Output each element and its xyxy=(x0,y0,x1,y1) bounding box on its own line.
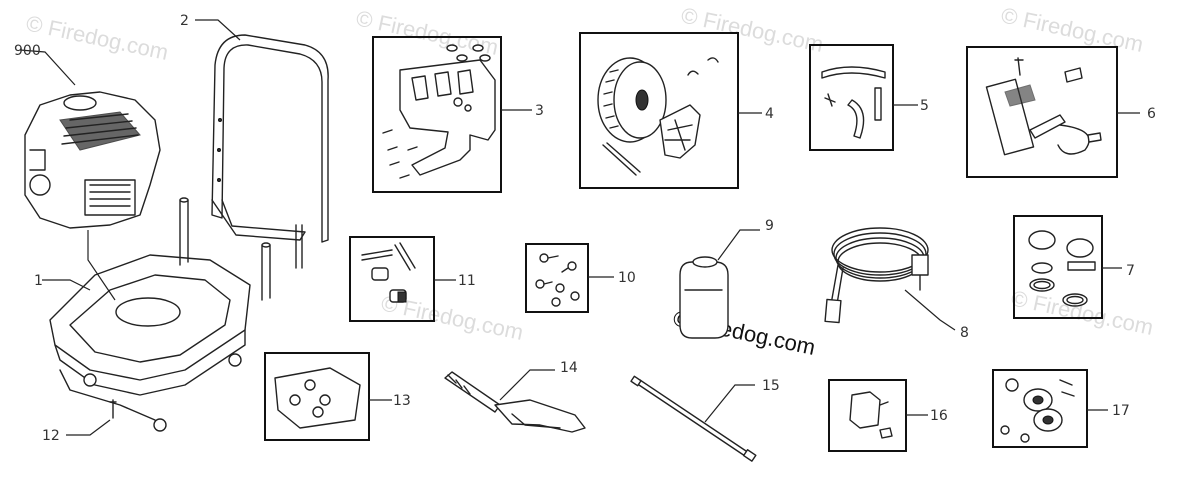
part-box-7 xyxy=(1013,215,1103,319)
pump-part xyxy=(985,57,1102,156)
callout-9: 9 xyxy=(765,218,774,234)
screw-part-12 xyxy=(109,399,117,419)
part-box-6 xyxy=(966,46,1118,178)
watermark: © Firedog.com xyxy=(1009,285,1156,340)
leader-line xyxy=(42,279,91,291)
callout-10: 10 xyxy=(618,270,636,286)
callout-12: 12 xyxy=(42,428,60,444)
part-box-16 xyxy=(828,379,907,452)
callout-2: 2 xyxy=(180,13,189,29)
hose-coil-part xyxy=(824,227,929,324)
watermark: © Firedog.com xyxy=(24,10,171,65)
leader-line xyxy=(904,289,956,331)
part-box-5 xyxy=(809,44,894,151)
callout-11: 11 xyxy=(458,273,476,289)
callout-16: 16 xyxy=(930,408,948,424)
callout-4: 4 xyxy=(765,106,774,122)
wheel-part xyxy=(597,57,719,176)
part-box-11 xyxy=(349,236,435,322)
part-box-3 xyxy=(372,36,502,193)
hose-part xyxy=(821,66,886,139)
part-box-10 xyxy=(525,243,589,313)
leader-line xyxy=(87,230,116,301)
leader-line xyxy=(499,369,555,401)
cap-oring-part xyxy=(1028,230,1096,307)
callout-3: 3 xyxy=(535,103,544,119)
leader-line xyxy=(19,49,76,86)
watermark: © Firedog.com xyxy=(999,2,1146,57)
callout-5: 5 xyxy=(920,98,929,114)
leader-line xyxy=(717,229,760,261)
spray-gun-part xyxy=(444,371,586,433)
bracket-part xyxy=(382,44,496,179)
nozzle-bag-part xyxy=(274,367,361,429)
callout-8: 8 xyxy=(960,325,969,341)
leader-line xyxy=(704,384,755,423)
engine-part xyxy=(24,91,161,229)
watermark: © Firedog.com xyxy=(679,2,826,57)
callout-15: 15 xyxy=(762,378,780,394)
part-box-4 xyxy=(579,32,739,189)
callout-14: 14 xyxy=(560,360,578,376)
callout-7: 7 xyxy=(1126,263,1135,279)
leader-line xyxy=(66,419,111,436)
hardware-part xyxy=(535,253,580,307)
callout-13: 13 xyxy=(393,393,411,409)
callout-900: 900 xyxy=(14,43,41,59)
part-box-17 xyxy=(992,369,1088,448)
handle-part xyxy=(211,34,329,269)
leader-line xyxy=(195,19,241,41)
callout-17: 17 xyxy=(1112,403,1130,419)
callout-1: 1 xyxy=(34,273,43,289)
part-box-13 xyxy=(264,352,370,441)
watermark: © Firedog.com xyxy=(354,5,501,60)
callout-6: 6 xyxy=(1147,106,1156,122)
frame-part xyxy=(49,197,271,432)
bolt-part xyxy=(361,242,416,303)
clip-part xyxy=(849,391,893,439)
wand-part xyxy=(630,375,757,462)
detergent-tank-part xyxy=(679,256,729,339)
bearing-kit-part xyxy=(1000,378,1075,443)
